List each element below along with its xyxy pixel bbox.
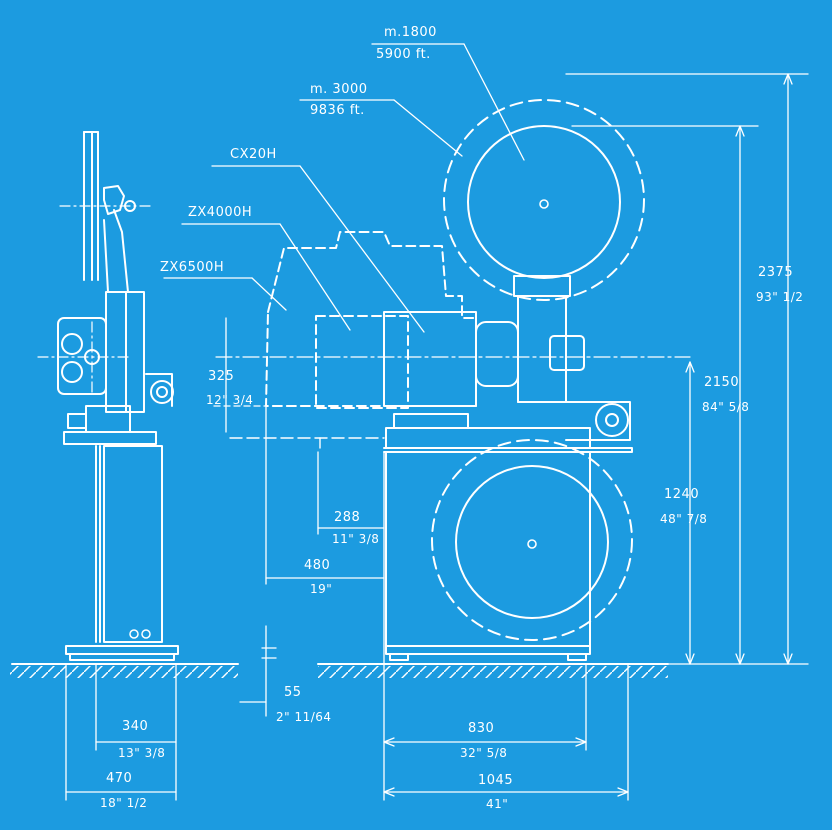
lamphouse-cx20h-label: CX20H xyxy=(230,147,277,162)
reel-1800-feet-label: 5900 ft. xyxy=(376,47,431,62)
dimension-830-mm: 830 xyxy=(468,721,495,736)
dimension-340-inch: 13" 3/8 xyxy=(118,746,166,760)
side-view-projector xyxy=(37,131,179,661)
lamphouse-zx4000h-label: ZX4000H xyxy=(188,205,253,220)
upper-reel-3000m xyxy=(443,99,645,301)
lamphouse-zx4000h xyxy=(315,315,409,409)
dimension-288-mm: 288 xyxy=(334,510,361,525)
dimension-2150-mm: 2150 xyxy=(704,375,740,390)
dimension-2375-mm: 2375 xyxy=(758,265,794,280)
dimension-470-inch: 18" 1/2 xyxy=(100,796,148,810)
reel-3000-metric-label: m. 3000 xyxy=(310,82,368,97)
dimension-830-inch: 32" 5/8 xyxy=(460,746,508,760)
dimension-325-mm: 325 xyxy=(208,369,235,384)
dimension-1240-mm: 1240 xyxy=(664,487,700,502)
dimension-lines xyxy=(65,73,809,801)
reel-3000-feet-label: 9836 ft. xyxy=(310,103,365,118)
dimension-1240-inch: 48" 7/8 xyxy=(660,512,708,526)
dimension-55-inch: 2" 11/64 xyxy=(276,710,332,724)
dimension-470-mm: 470 xyxy=(106,771,133,786)
dimension-325-inch: 12" 3/4 xyxy=(206,393,254,407)
leader-lines xyxy=(163,43,525,333)
lower-reel-1800m xyxy=(455,465,609,619)
upper-reel-1800m xyxy=(467,125,621,279)
lamphouse-zx6500h-label: ZX6500H xyxy=(160,260,225,275)
reel-1800-metric-label: m.1800 xyxy=(384,25,437,40)
dimension-288-inch: 11" 3/8 xyxy=(332,532,380,546)
dimension-1045-inch: 41" xyxy=(486,797,509,811)
dimension-480-inch: 19" xyxy=(310,582,333,596)
lamphouse-cx20h xyxy=(383,311,477,407)
lamphouse-zx6500h xyxy=(265,231,477,407)
dimension-1045-mm: 1045 xyxy=(478,773,514,788)
front-view-projector xyxy=(215,99,691,661)
lower-reel-3000m xyxy=(431,439,633,641)
dimension-2150-inch: 84" 5/8 xyxy=(702,400,750,414)
ground-left xyxy=(10,663,239,678)
dimension-55-mm: 55 xyxy=(284,685,302,700)
dimension-2375-inch: 93" 1/2 xyxy=(756,290,804,304)
dimension-480-mm: 480 xyxy=(304,558,331,573)
dimension-340-mm: 340 xyxy=(122,719,149,734)
ground-right xyxy=(317,663,669,678)
